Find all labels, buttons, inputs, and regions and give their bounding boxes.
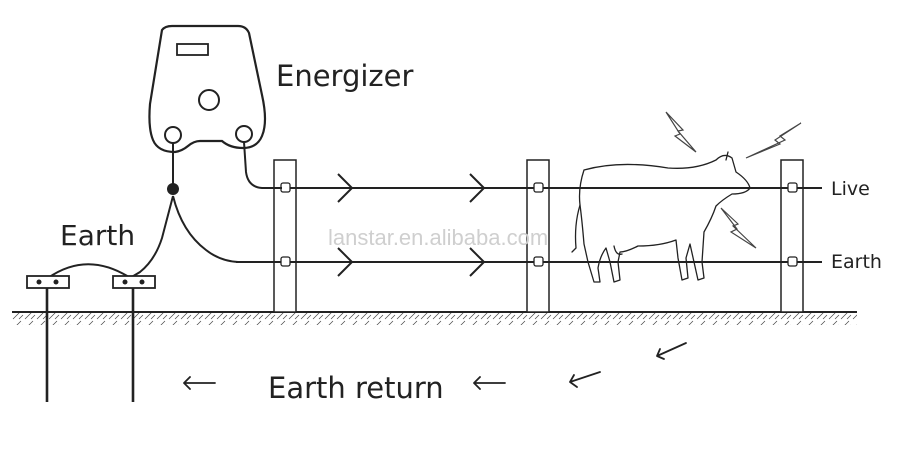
fence-post-2 [526, 159, 550, 313]
arrow-icon [183, 376, 216, 390]
wire-junction [167, 183, 179, 195]
watermark: lanstar.en.alibaba.com [328, 225, 548, 250]
arrow-icon [473, 376, 506, 390]
energizer-label: Energizer [276, 59, 413, 93]
arrow-icon [469, 247, 486, 277]
arrow-icon [337, 247, 354, 277]
arrow-icon [469, 173, 486, 203]
earth-rod-left [26, 275, 70, 402]
ground [12, 311, 857, 325]
earth-wire-label: Earth [831, 251, 882, 273]
earth-return-label: Earth return [268, 371, 444, 405]
arrow-icon [656, 342, 687, 360]
cow-icon [571, 151, 751, 283]
fence-post-3 [780, 159, 804, 313]
energizer-wiring [47, 141, 282, 280]
earth-rod-right [112, 275, 156, 402]
arrow-icon [569, 371, 601, 388]
earth-label-left: Earth [60, 219, 135, 252]
fence-post-1 [273, 159, 297, 313]
live-wire-label: Live [831, 178, 870, 200]
lightning-bolt-icon [665, 111, 802, 249]
current-arrows [337, 173, 486, 277]
arrow-icon [337, 173, 354, 203]
energizer-unit-icon [148, 24, 267, 154]
earth-return-arrows [183, 342, 687, 390]
